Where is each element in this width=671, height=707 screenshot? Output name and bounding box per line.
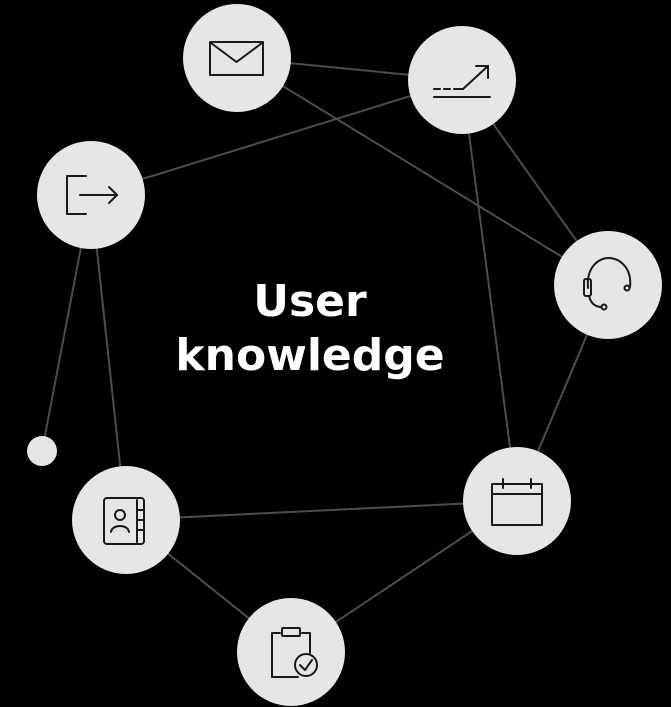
center-title-line-2: knowledge	[175, 330, 445, 381]
sign-in-icon	[66, 175, 118, 215]
contact-book-icon	[103, 497, 145, 545]
tasks-node	[237, 598, 345, 706]
calendar-icon	[491, 478, 543, 526]
headset-icon	[583, 257, 632, 311]
connector-mail-support	[236, 57, 609, 286]
mail-node	[183, 4, 291, 112]
trend-node	[408, 26, 516, 134]
support-node	[554, 231, 662, 339]
envelope-icon	[209, 41, 264, 76]
connector-trend-signin	[90, 79, 463, 196]
endpoint-dot	[27, 436, 57, 466]
center-title-line-1: User	[253, 276, 367, 327]
center-title: User knowledge	[160, 275, 460, 383]
connector-trend-calendar	[461, 79, 518, 502]
contacts-node	[72, 466, 180, 574]
connector-contacts-calendar	[125, 500, 518, 521]
clipboard-check-icon	[271, 627, 318, 678]
connector-signin-contacts	[90, 194, 127, 521]
calendar-node	[463, 447, 571, 555]
sign-in-node	[37, 141, 145, 249]
trend-arrow-icon	[433, 65, 491, 98]
